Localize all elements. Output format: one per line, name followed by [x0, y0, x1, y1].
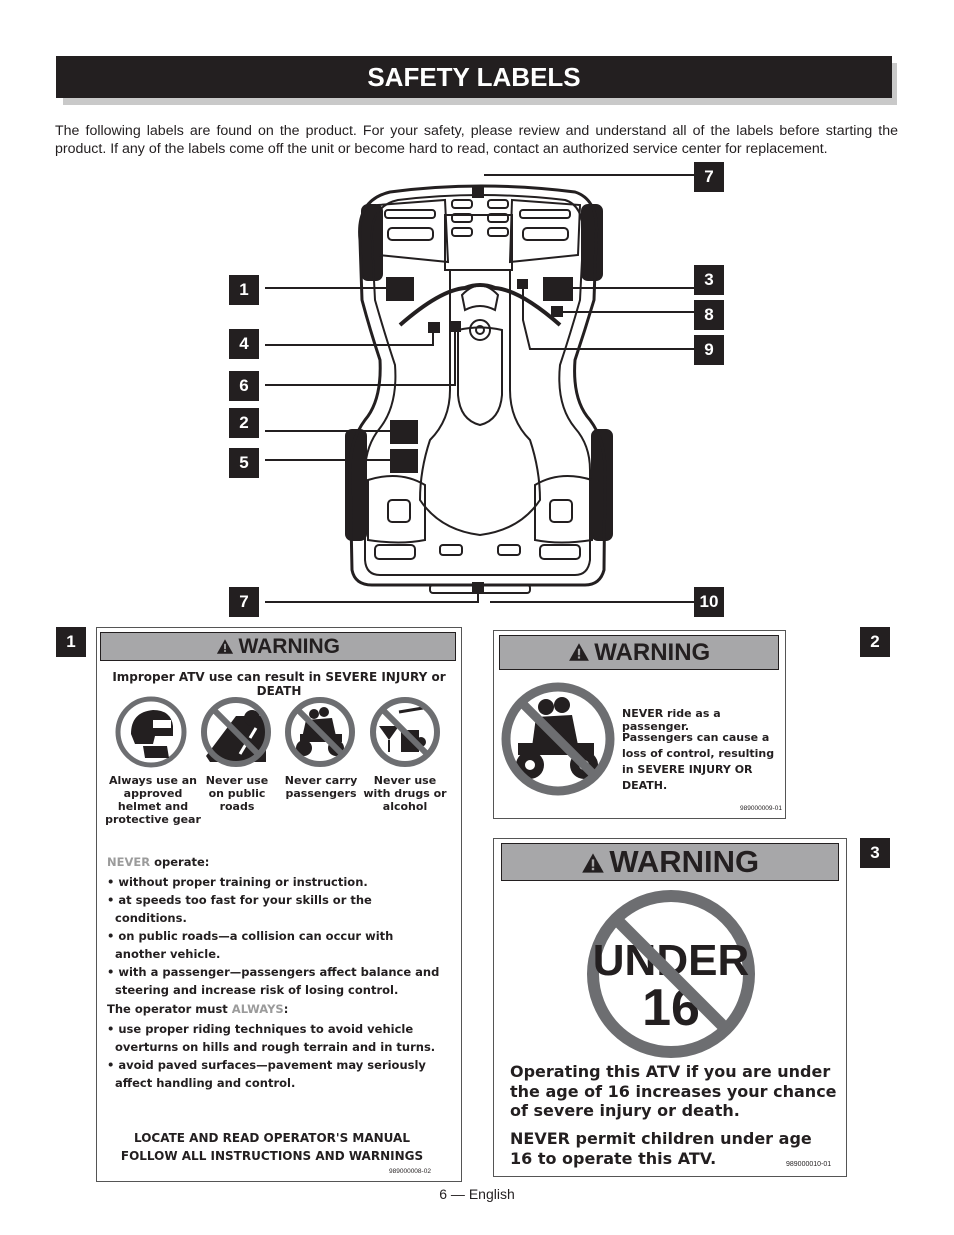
label-3-text-1: Operating this ATV if you are under the …	[510, 1062, 837, 1120]
callout-2: 2	[229, 408, 259, 438]
label-3-heading: WARNING	[609, 844, 760, 879]
no-passengers-icon	[285, 697, 355, 767]
label-1-footer: LOCATE AND READ OPERATOR'S MANUAL FOLLOW…	[97, 1129, 447, 1165]
never-tail: operate:	[150, 855, 210, 869]
footer-line-2: FOLLOW ALL INSTRUCTIONS AND WARNINGS	[120, 1149, 424, 1163]
label-3-number: 3	[860, 838, 890, 868]
label-1-panel: WARNING Improper ATV use can result in S…	[96, 627, 462, 1182]
never-list: • without proper training or instruction…	[107, 873, 447, 999]
warning-triangle-icon	[568, 643, 589, 661]
never-item: • without proper training or instruction…	[107, 875, 368, 889]
icon-caption-passengers: Never carry passengers	[284, 774, 358, 800]
callout-1: 1	[229, 275, 259, 305]
never-operate-heading: NEVER operate:	[107, 855, 209, 869]
icon-caption-roads: Never use on public roads	[205, 774, 269, 813]
callout-9: 9	[694, 335, 724, 365]
icon-caption-drugs: Never use with drugs or alcohol	[363, 774, 447, 813]
label-3-text-2: NEVER permit children under age 16 to op…	[510, 1129, 812, 1168]
label-1-warning-bar: WARNING	[100, 632, 456, 661]
callout-5: 5	[229, 448, 259, 478]
always-list: • use proper riding techniques to avoid …	[107, 1020, 447, 1092]
helmet-icon	[115, 696, 187, 768]
label-1-heading: WARNING	[238, 635, 340, 658]
label-2-heading: WARNING	[594, 639, 711, 666]
footer-line-1: LOCATE AND READ OPERATOR'S MANUAL	[134, 1131, 410, 1145]
callout-4: 4	[229, 329, 259, 359]
callout-8: 8	[694, 300, 724, 330]
page-title: SAFETY LABELS	[367, 62, 581, 92]
label-2-warning-bar: WARNING	[499, 635, 779, 670]
warning-triangle-icon	[216, 639, 234, 654]
icon-caption-helmet: Always use an approved helmet and protec…	[105, 774, 201, 826]
never-item: • on public roads—a collision can occur …	[107, 929, 394, 961]
never-item: • at speeds too fast for your skills or …	[107, 893, 372, 925]
page-footer: 6 — English	[439, 1186, 515, 1202]
label-1-code: 989000008-02	[389, 1168, 431, 1175]
atv-top-view-diagram	[265, 174, 694, 603]
intro-paragraph: The following labels are found on the pr…	[55, 123, 898, 157]
callout-6: 6	[229, 371, 259, 401]
label-3-panel: WARNING UNDER 16 Operating this ATV if y…	[493, 838, 847, 1177]
no-public-roads-icon	[201, 697, 271, 767]
label-3-warning-bar: WARNING	[501, 843, 839, 881]
always-item: • use proper riding techniques to avoid …	[107, 1022, 436, 1054]
callout-3: 3	[694, 265, 724, 295]
under-16-prohibition-sign: UNDER 16	[587, 890, 755, 1058]
never-item: • with a passenger—passengers affect bal…	[107, 965, 440, 997]
always-word: ALWAYS	[231, 1002, 284, 1016]
label-1-number: 1	[56, 627, 86, 657]
callout-10: 10	[694, 587, 724, 617]
callout-7-bottom: 7	[229, 587, 259, 617]
label-2-number: 2	[860, 627, 890, 657]
label-2-code: 989000009-01	[740, 805, 782, 812]
label-2-line-1: NEVER ride as a passenger.	[622, 707, 721, 733]
no-drugs-alcohol-icon	[370, 697, 440, 767]
label-2-line-2: Passengers can cause a loss of control, …	[622, 731, 775, 792]
callout-7-top: 7	[694, 162, 724, 192]
label-3-code: 989000010-01	[786, 1161, 832, 1168]
always-item: • avoid paved surfaces—pavement may seri…	[107, 1058, 426, 1090]
label-1-subtitle: Improper ATV use can result in SEVERE IN…	[112, 670, 446, 698]
no-passenger-riding-icon	[501, 682, 615, 796]
never-word: NEVER	[107, 855, 151, 869]
always-heading: The operator must ALWAYS:	[107, 1002, 289, 1016]
label-2-panel: WARNING NEVER ride as a passenger. Passe…	[493, 630, 786, 819]
title-banner	[56, 56, 892, 98]
warning-triangle-icon	[582, 853, 604, 873]
